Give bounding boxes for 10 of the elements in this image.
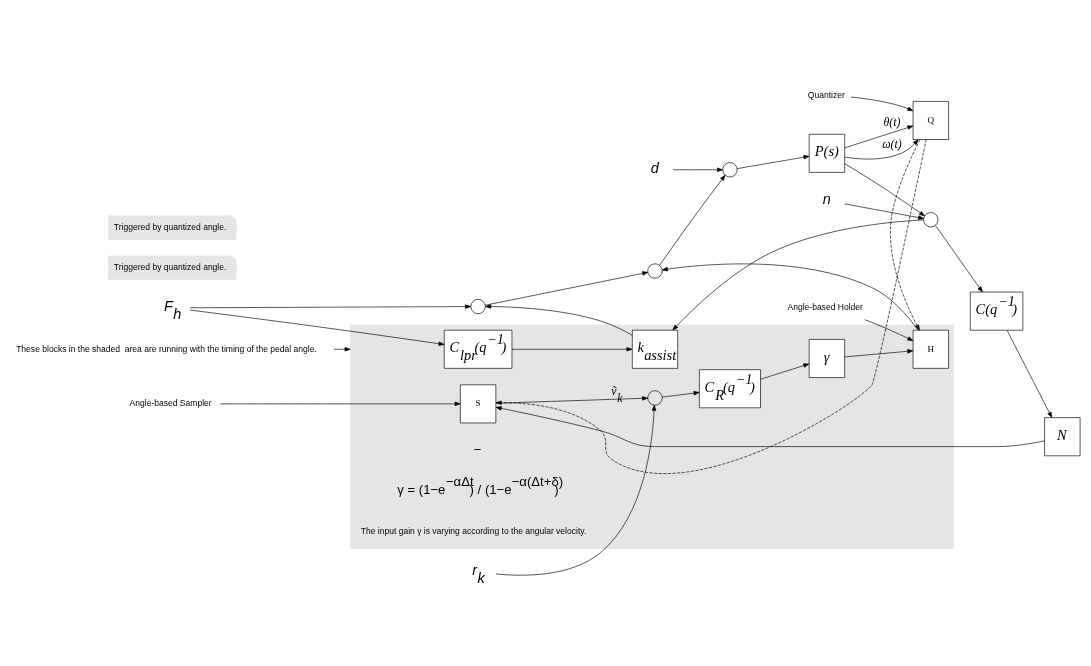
node-text: d [650, 159, 659, 176]
edge-label: θ(t) [883, 114, 901, 129]
node-text: These blocks in the shaded area are running with the timing of the pedal angle. [16, 343, 317, 354]
node-text: Angle-based Holder [787, 301, 863, 312]
edge-label: ω(t) [882, 136, 902, 151]
node-text: Angle-based Sampler [129, 397, 212, 408]
node-text: Quantizer [807, 89, 845, 100]
label: − [473, 441, 482, 457]
label: The input gain γ is varying according to the angular velocity. [360, 525, 587, 536]
node-text: n [822, 190, 831, 207]
